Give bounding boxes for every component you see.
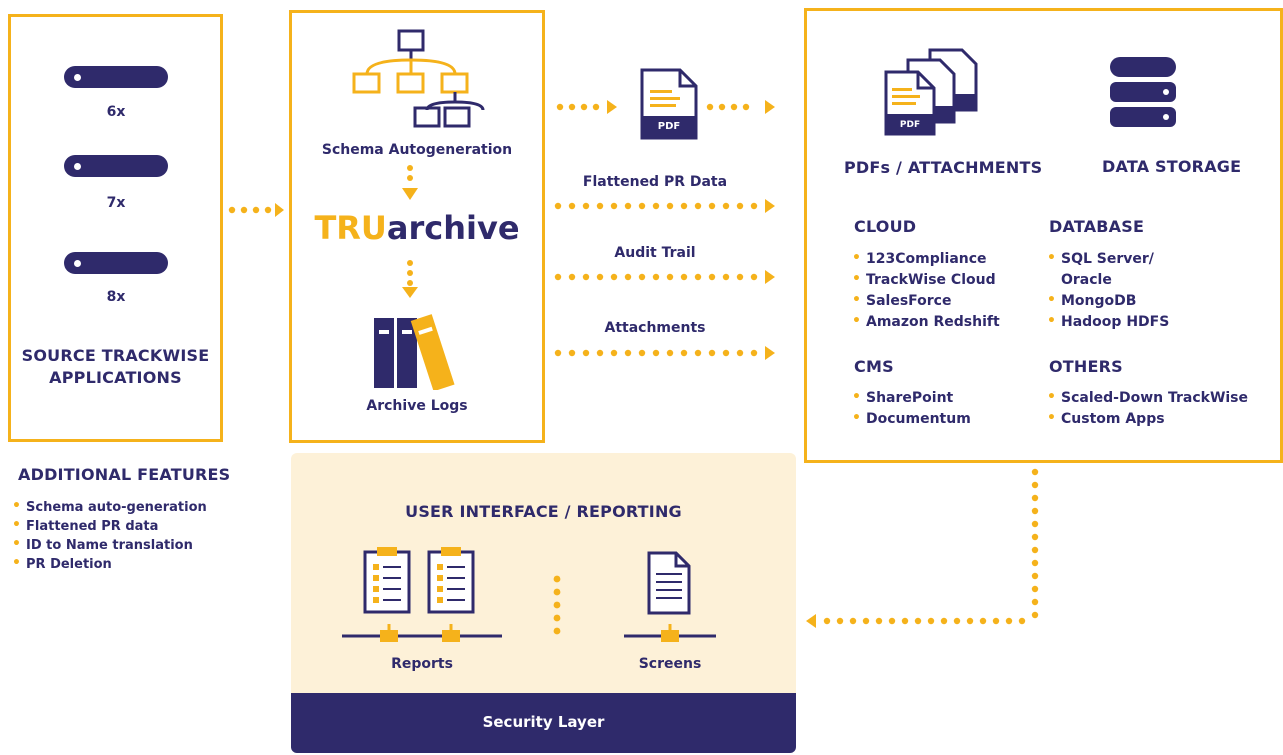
others-list: Scaled-Down TrackWise Custom Apps (1045, 387, 1248, 430)
list-item: Custom Apps (1045, 408, 1248, 430)
cloud-title: CLOUD (854, 217, 917, 236)
list-item: Flattened PR data (10, 516, 207, 536)
list-item: TrackWise Cloud (850, 269, 1000, 291)
security-layer (291, 693, 796, 753)
source-title-line2: APPLICATIONS (49, 368, 182, 387)
list-item: Hadoop HDFS (1045, 311, 1169, 333)
flow-arrow (554, 346, 775, 360)
list-item: SalesForce (850, 290, 1000, 312)
network-bar-icon (624, 624, 716, 642)
database-list: SQL Server/ Oracle MongoDB Hadoop HDFS (1045, 248, 1169, 333)
flow-arrow (554, 270, 775, 284)
cms-list: SharePoint Documentum (850, 387, 971, 430)
server-icon (64, 252, 168, 274)
additional-title: ADDITIONAL FEATURES (18, 465, 231, 484)
list-item: Amazon Redshift (850, 311, 1000, 333)
additional-list: Schema auto-generation Flattened PR data… (10, 497, 207, 574)
version-label: 7x (106, 195, 126, 211)
truarchive-logo: TRUarchive (289, 208, 545, 248)
list-item: Oracle (1061, 272, 1112, 288)
pdf-icon (640, 68, 698, 140)
return-arrow (806, 468, 1039, 628)
storage-title: DATA STORAGE (1102, 157, 1242, 176)
logs-label: Archive Logs (366, 398, 468, 414)
logo-archive: archive (386, 209, 520, 247)
pdf-badge-text: PDF (899, 120, 921, 130)
down-arrow (402, 260, 418, 298)
pdfs-title: PDFs / ATTACHMENTS (844, 158, 1043, 177)
reports-label: Reports (391, 656, 453, 672)
source-title: SOURCE TRACKWISE APPLICATIONS (8, 345, 223, 389)
pdf-stack-icon (884, 48, 978, 136)
list-item: Scaled-Down TrackWise (1045, 387, 1248, 409)
version-label: 6x (106, 104, 126, 120)
schema-tree-icon (352, 29, 485, 128)
source-title-line1: SOURCE TRACKWISE (21, 346, 210, 365)
binders-icon (374, 314, 455, 390)
list-item: MongoDB (1045, 290, 1169, 312)
others-title: OTHERS (1049, 357, 1123, 376)
report-checklist-icon (427, 547, 475, 614)
cms-title: CMS (854, 357, 894, 376)
database-title: DATABASE (1049, 217, 1145, 236)
flattened-label: Flattened PR Data (582, 174, 728, 190)
flow-arrow (554, 199, 775, 213)
security-label: Security Layer (482, 713, 605, 731)
database-icon (1110, 57, 1176, 127)
list-item: PR Deletion (10, 554, 207, 574)
flow-arrow (706, 100, 775, 114)
list-item: SharePoint (850, 387, 971, 409)
flow-arrow (556, 100, 617, 114)
report-checklist-icon (363, 547, 411, 614)
ui-title: USER INTERFACE / REPORTING (405, 502, 682, 521)
pdf-badge-text: PDF (657, 121, 681, 132)
attachments-label: Attachments (604, 320, 706, 336)
server-icon (64, 66, 168, 88)
screens-label: Screens (638, 656, 702, 672)
schema-label: Schema Autogeneration (321, 142, 513, 158)
server-icon (64, 155, 168, 177)
logo-tru: TRU (314, 209, 387, 247)
list-item: 123Compliance (850, 248, 1000, 270)
network-bar-icon (342, 624, 502, 642)
down-arrow (402, 165, 418, 200)
screen-document-icon (647, 551, 691, 615)
list-item: ID to Name translation (10, 535, 207, 555)
list-item: SQL Server/ (1045, 248, 1169, 270)
audit-label: Audit Trail (614, 245, 696, 261)
list-item: Schema auto-generation (10, 497, 207, 517)
version-label: 8x (106, 289, 126, 305)
cloud-list: 123Compliance TrackWise Cloud SalesForce… (850, 248, 1000, 333)
divider-dots (553, 575, 561, 635)
flow-arrow (228, 203, 284, 217)
list-item: Documentum (850, 408, 971, 430)
